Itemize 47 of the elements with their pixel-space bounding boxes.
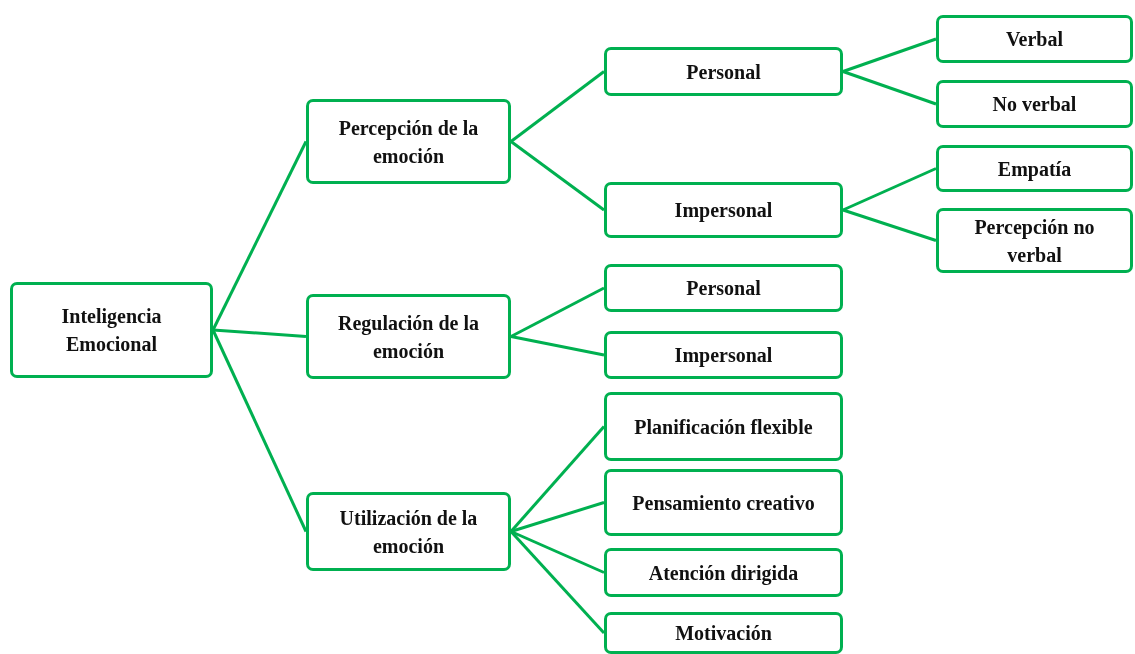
rounded-box	[604, 469, 843, 536]
node-label: Empatía	[997, 156, 1072, 183]
connector-line	[509, 425, 606, 533]
node-label: Verbal	[1005, 27, 1063, 52]
rounded-box	[604, 331, 843, 379]
node-label: Planificación flexible	[634, 414, 813, 440]
node-label: Inteligencia Emocional	[60, 304, 163, 357]
connector-line	[510, 286, 605, 338]
rounded-box	[306, 294, 511, 379]
connector-line	[211, 140, 308, 331]
connector-line	[842, 208, 937, 242]
rounded-box	[604, 264, 843, 312]
node-label: Percepción de la emoción	[337, 115, 480, 169]
connector-line	[510, 530, 605, 574]
connector-line	[510, 335, 605, 357]
connector-line	[509, 530, 606, 634]
rounded-box	[604, 47, 843, 96]
node-label: Percepción no verbal	[973, 214, 1096, 268]
rounded-box	[604, 612, 843, 654]
rounded-box	[306, 492, 511, 571]
rounded-box	[306, 99, 511, 184]
rounded-box	[10, 282, 213, 378]
node-label: Atención dirigida	[648, 560, 799, 587]
node-label: Personal	[686, 276, 761, 301]
node-label: Regulación de la emoción	[336, 310, 481, 364]
connector-line	[510, 501, 605, 533]
connector-line	[842, 37, 937, 73]
rounded-box	[604, 392, 843, 461]
node-label: Impersonal	[674, 198, 773, 224]
rounded-box	[604, 548, 843, 597]
connector-line	[842, 70, 937, 106]
connector-line	[212, 328, 307, 338]
connector-line	[510, 70, 605, 143]
node-label: Impersonal	[674, 343, 773, 369]
rounded-box	[936, 80, 1133, 128]
connector-line	[842, 167, 937, 212]
node-label: Pensamiento creativo	[632, 490, 815, 516]
connector-line	[211, 329, 308, 533]
rounded-box	[936, 145, 1133, 192]
rounded-box	[936, 15, 1133, 63]
rounded-box	[604, 182, 843, 238]
node-label: Motivación	[675, 621, 772, 646]
node-label: Personal	[686, 59, 761, 85]
connector-line	[510, 140, 605, 212]
node-label: No verbal	[992, 92, 1077, 117]
rounded-box	[936, 208, 1133, 273]
node-label: Utilización de la emoción	[338, 505, 479, 559]
